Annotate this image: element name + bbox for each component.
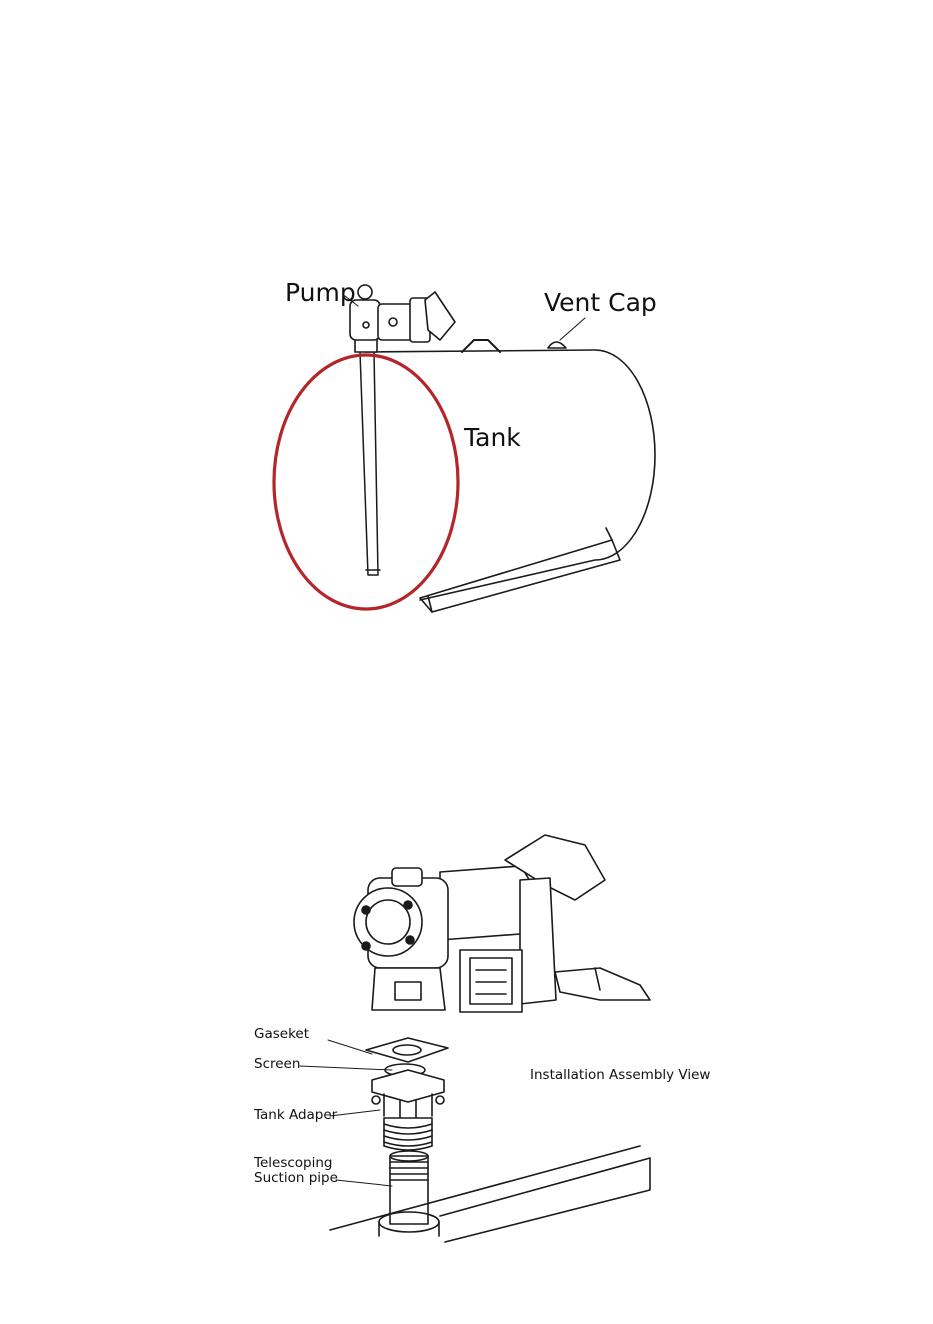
gasket-shape [366,1038,448,1062]
gasket-label: Gaseket [254,1028,309,1042]
tank-adapter-shape [372,1070,444,1102]
suction-pipe-label: Suction pipe [254,1172,338,1186]
tank-adapter-label: Tank Adaper [254,1109,337,1123]
pump-motor [354,835,650,1012]
screen-label: Screen [254,1058,300,1072]
telescoping-label: Telescoping [254,1157,332,1171]
assembly-view-title: Installation Assembly View [530,1069,710,1083]
tank-top-surface [330,1146,650,1242]
